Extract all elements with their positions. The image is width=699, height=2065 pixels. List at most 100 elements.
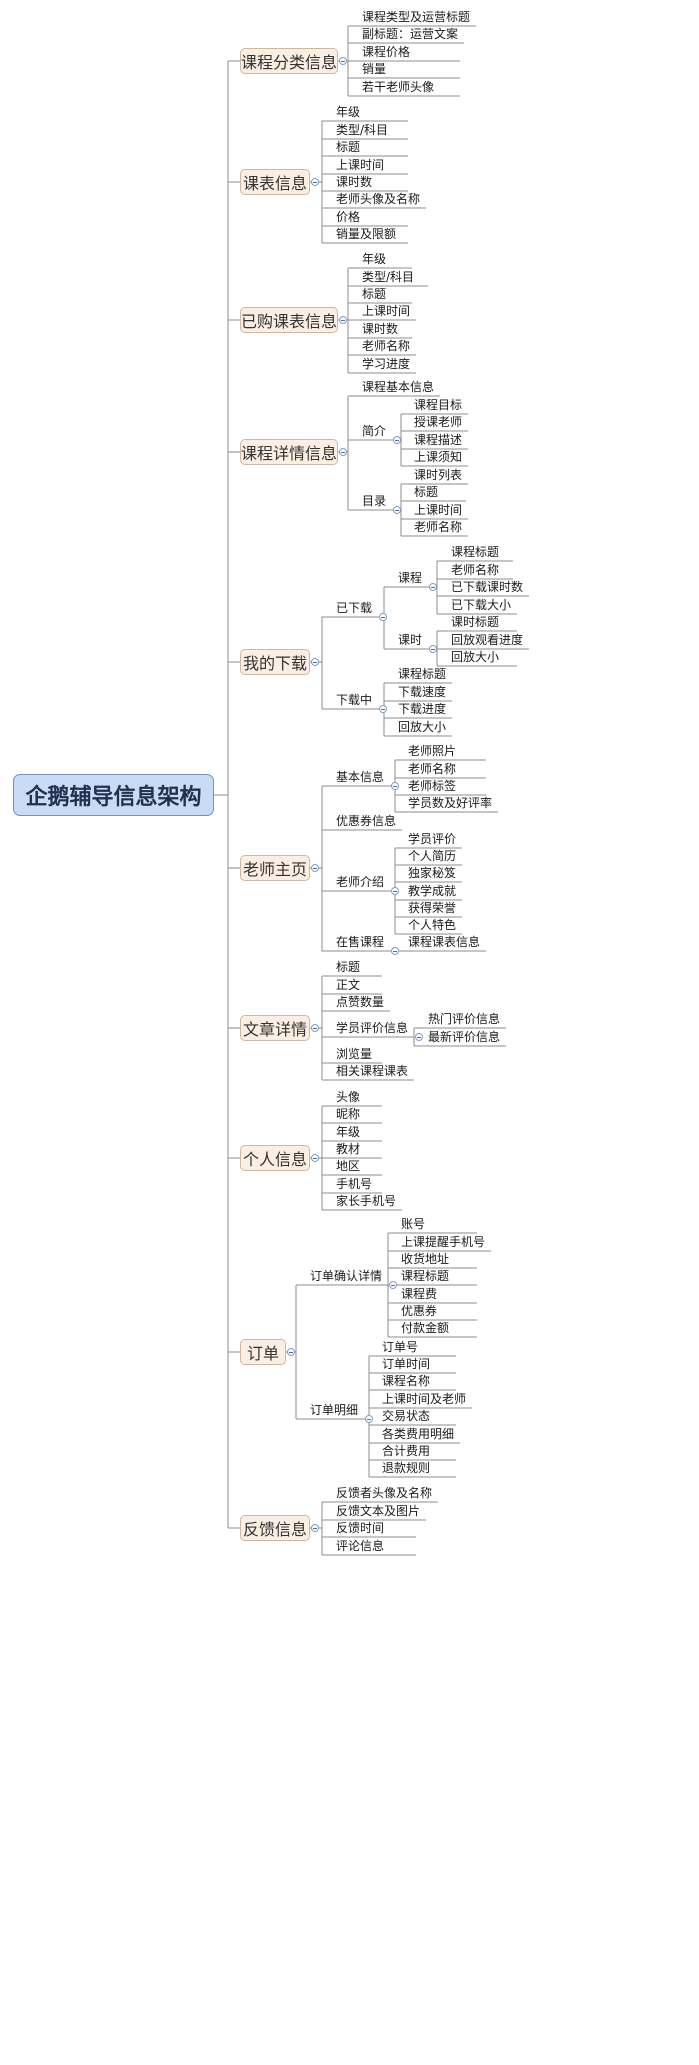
leaf-node[interactable]: 类型/科目 xyxy=(336,123,389,137)
leaf-node[interactable]: 老师照片 xyxy=(408,744,457,758)
leaf-node[interactable]: 课程价格 xyxy=(362,45,411,59)
leaf-node[interactable]: 老师名称 xyxy=(451,563,500,577)
leaf-node[interactable]: 销量 xyxy=(362,62,387,76)
section-6-node[interactable]: 老师主页 xyxy=(240,855,310,881)
leaf-node[interactable]: 上课时间 xyxy=(362,304,411,318)
branch-node[interactable]: 已下载 xyxy=(336,601,373,615)
section-3-node[interactable]: 已购课表信息 xyxy=(240,307,338,333)
leaf-node[interactable]: 正文 xyxy=(336,978,361,992)
collapse-toggle-icon[interactable] xyxy=(415,1033,423,1041)
collapse-toggle-icon[interactable] xyxy=(393,506,401,514)
leaf-node[interactable]: 学员数及好评率 xyxy=(408,796,493,810)
leaf-node[interactable]: 课程基本信息 xyxy=(362,380,435,394)
leaf-node[interactable]: 收货地址 xyxy=(401,1252,450,1266)
collapse-toggle-icon[interactable] xyxy=(391,887,399,895)
leaf-node[interactable]: 课时数 xyxy=(362,322,399,336)
branch-node[interactable]: 订单确认详情 xyxy=(310,1269,383,1283)
leaf-node[interactable]: 销量及限额 xyxy=(336,227,397,241)
leaf-node[interactable]: 课程标题 xyxy=(401,1269,450,1283)
collapse-toggle-icon[interactable] xyxy=(429,583,437,591)
collapse-toggle-icon[interactable] xyxy=(389,1281,397,1289)
collapse-toggle-icon[interactable] xyxy=(339,57,347,65)
section-9-node[interactable]: 订单 xyxy=(240,1339,286,1365)
leaf-node[interactable]: 个人简历 xyxy=(408,849,457,863)
leaf-node[interactable]: 反馈者头像及名称 xyxy=(336,1486,433,1500)
leaf-node[interactable]: 回放观看进度 xyxy=(451,633,524,647)
leaf-node[interactable]: 课程标题 xyxy=(451,545,500,559)
collapse-toggle-icon[interactable] xyxy=(379,705,387,713)
leaf-node[interactable]: 学员评价 xyxy=(408,832,457,846)
leaf-node[interactable]: 回放大小 xyxy=(451,650,500,664)
leaf-node[interactable]: 回放大小 xyxy=(398,720,447,734)
leaf-node[interactable]: 各类费用明细 xyxy=(382,1427,455,1441)
section-1-node[interactable]: 课程分类信息 xyxy=(240,48,338,74)
leaf-node[interactable]: 标题 xyxy=(362,287,387,301)
leaf-node[interactable]: 热门评价信息 xyxy=(428,1012,501,1026)
leaf-node[interactable]: 地区 xyxy=(336,1159,361,1173)
collapse-toggle-icon[interactable] xyxy=(365,1415,373,1423)
leaf-node[interactable]: 标题 xyxy=(414,485,439,499)
leaf-node[interactable]: 课程费 xyxy=(401,1287,438,1301)
leaf-node[interactable]: 年级 xyxy=(336,1125,361,1139)
leaf-node[interactable]: 课时标题 xyxy=(451,615,500,629)
leaf-node[interactable]: 老师标签 xyxy=(408,779,457,793)
collapse-toggle-icon[interactable] xyxy=(393,436,401,444)
leaf-node[interactable]: 教学成就 xyxy=(408,884,457,898)
collapse-toggle-icon[interactable] xyxy=(311,864,319,872)
leaf-node[interactable]: 课程目标 xyxy=(414,398,463,412)
branch-node[interactable]: 目录 xyxy=(362,494,387,508)
leaf-node[interactable]: 老师名称 xyxy=(362,339,411,353)
section-8-node[interactable]: 个人信息 xyxy=(240,1145,310,1171)
leaf-node[interactable]: 反馈时间 xyxy=(336,1521,385,1535)
leaf-node[interactable]: 老师名称 xyxy=(414,520,463,534)
leaf-node[interactable]: 反馈文本及图片 xyxy=(336,1504,421,1518)
leaf-node[interactable]: 课程名称 xyxy=(382,1374,431,1388)
branch-node[interactable]: 订单明细 xyxy=(310,1403,359,1417)
collapse-toggle-icon[interactable] xyxy=(391,782,399,790)
leaf-node[interactable]: 个人特色 xyxy=(408,918,457,932)
leaf-node[interactable]: 已下载课时数 xyxy=(451,580,524,594)
leaf-node[interactable]: 浏览量 xyxy=(336,1047,373,1061)
leaf-node[interactable]: 合计费用 xyxy=(382,1444,431,1458)
leaf-node[interactable]: 学习进度 xyxy=(362,357,411,371)
leaf-node[interactable]: 授课老师 xyxy=(414,415,463,429)
collapse-toggle-icon[interactable] xyxy=(311,1524,319,1532)
leaf-node[interactable]: 标题 xyxy=(336,140,361,154)
collapse-toggle-icon[interactable] xyxy=(311,1024,319,1032)
collapse-toggle-icon[interactable] xyxy=(339,316,347,324)
branch-node[interactable]: 在售课程 xyxy=(336,935,385,949)
leaf-node[interactable]: 课程课表信息 xyxy=(408,935,481,949)
section-2-node[interactable]: 课表信息 xyxy=(240,169,310,195)
branch-node[interactable]: 老师介绍 xyxy=(336,875,385,889)
leaf-node[interactable]: 上课须知 xyxy=(414,450,463,464)
leaf-node[interactable]: 下载速度 xyxy=(398,685,447,699)
leaf-node[interactable]: 教材 xyxy=(336,1142,361,1156)
leaf-node[interactable]: 付款金额 xyxy=(401,1321,450,1335)
collapse-toggle-icon[interactable] xyxy=(379,613,387,621)
leaf-node[interactable]: 家长手机号 xyxy=(336,1194,397,1208)
collapse-toggle-icon[interactable] xyxy=(391,947,399,955)
section-10-node[interactable]: 反馈信息 xyxy=(240,1515,310,1541)
leaf-node[interactable]: 昵称 xyxy=(336,1107,361,1121)
collapse-toggle-icon[interactable] xyxy=(311,658,319,666)
leaf-node[interactable]: 退款规则 xyxy=(382,1461,431,1475)
section-5-node[interactable]: 我的下载 xyxy=(240,649,310,675)
leaf-node[interactable]: 年级 xyxy=(362,252,387,266)
leaf-node[interactable]: 最新评价信息 xyxy=(428,1030,501,1044)
leaf-node[interactable]: 头像 xyxy=(336,1090,361,1104)
collapse-toggle-icon[interactable] xyxy=(311,1154,319,1162)
leaf-node[interactable]: 价格 xyxy=(336,210,361,224)
leaf-node[interactable]: 点赞数量 xyxy=(336,995,385,1009)
leaf-node[interactable]: 获得荣誉 xyxy=(408,901,457,915)
leaf-node[interactable]: 课时列表 xyxy=(414,468,463,482)
leaf-node[interactable]: 课程标题 xyxy=(398,667,447,681)
collapse-toggle-icon[interactable] xyxy=(429,645,437,653)
leaf-node[interactable]: 老师头像及名称 xyxy=(336,192,421,206)
leaf-node[interactable]: 交易状态 xyxy=(382,1409,431,1423)
leaf-node[interactable]: 已下载大小 xyxy=(451,598,512,612)
leaf-node[interactable]: 标题 xyxy=(336,960,361,974)
branch-node[interactable]: 学员评价信息 xyxy=(336,1021,409,1035)
leaf-node[interactable]: 评论信息 xyxy=(336,1539,385,1553)
leaf-node[interactable]: 相关课程课表 xyxy=(336,1064,409,1078)
leaf-node[interactable]: 年级 xyxy=(336,105,361,119)
